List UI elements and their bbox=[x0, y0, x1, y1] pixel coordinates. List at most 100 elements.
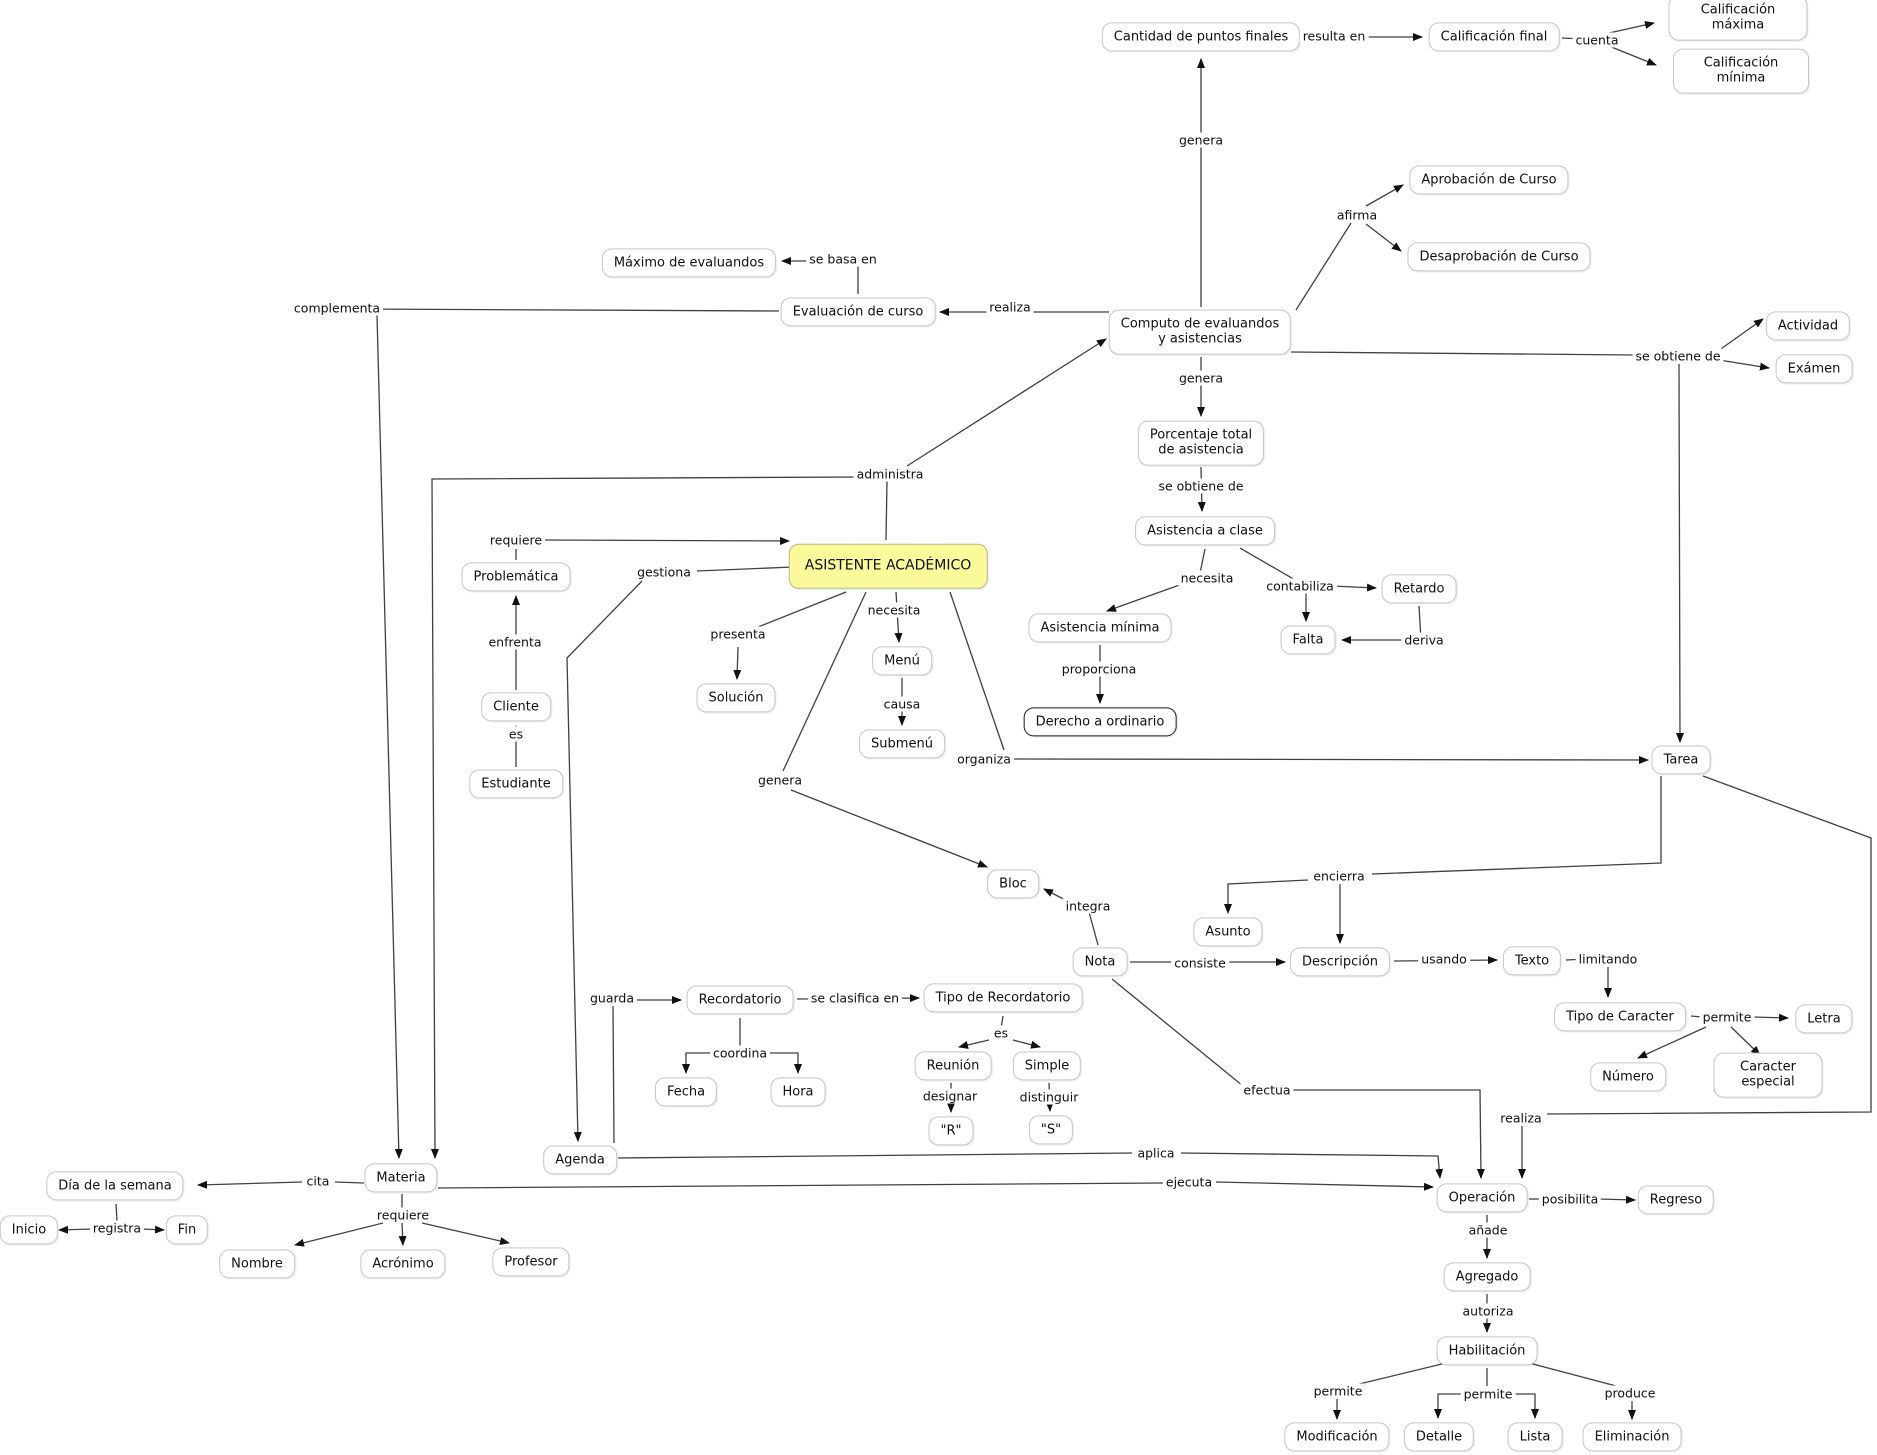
node-agenda[interactable]: Agenda bbox=[543, 1145, 617, 1175]
node-modificacion[interactable]: Modificación bbox=[1284, 1422, 1390, 1452]
edge-label-requiere_prob[interactable]: requiere bbox=[486, 532, 546, 548]
edge-label-presenta[interactable]: presenta bbox=[707, 626, 769, 642]
node-reunion[interactable]: Reunión bbox=[914, 1051, 992, 1081]
edge-label-contabiliza[interactable]: contabiliza bbox=[1263, 578, 1337, 594]
node-nota[interactable]: Nota bbox=[1072, 947, 1128, 977]
node-asistencia_min[interactable]: Asistencia mínima bbox=[1028, 613, 1172, 643]
node-inicio[interactable]: Inicio bbox=[0, 1215, 59, 1245]
node-recordatorio[interactable]: Recordatorio bbox=[686, 985, 794, 1015]
edge-label-resulta_en[interactable]: resulta en bbox=[1299, 28, 1369, 44]
edge-label-proporciona[interactable]: proporciona bbox=[1058, 661, 1140, 677]
edge-label-necesita_asist[interactable]: necesita bbox=[1177, 570, 1237, 586]
node-menu[interactable]: Menú bbox=[872, 646, 932, 676]
edge-label-enfrenta[interactable]: enfrenta bbox=[485, 634, 545, 650]
node-bloc[interactable]: Bloc bbox=[987, 869, 1039, 899]
edge-label-aplica[interactable]: aplica bbox=[1134, 1145, 1178, 1161]
edge-label-integra[interactable]: integra bbox=[1062, 898, 1114, 914]
node-r_node[interactable]: "R" bbox=[928, 1116, 974, 1146]
edge-label-se_obtiene_1[interactable]: se obtiene de bbox=[1632, 348, 1724, 364]
node-lista[interactable]: Lista bbox=[1507, 1422, 1563, 1452]
node-habilitacion[interactable]: Habilitación bbox=[1436, 1336, 1538, 1366]
node-fin[interactable]: Fin bbox=[165, 1215, 209, 1245]
edge-label-anade[interactable]: añade bbox=[1465, 1222, 1511, 1238]
node-tipo_recordatorio[interactable]: Tipo de Recordatorio bbox=[923, 983, 1083, 1013]
edge-label-se_obtiene_2[interactable]: se obtiene de bbox=[1155, 478, 1247, 494]
edge-label-genera_top[interactable]: genera bbox=[1175, 132, 1227, 148]
node-s_node[interactable]: "S" bbox=[1028, 1115, 1074, 1145]
edge-label-genera_mid[interactable]: genera bbox=[1175, 370, 1227, 386]
edge-label-usando[interactable]: usando bbox=[1418, 951, 1470, 967]
node-evaluacion[interactable]: Evaluación de curso bbox=[780, 297, 936, 327]
node-calif_max[interactable]: Calificación máxima bbox=[1668, 0, 1808, 41]
edge-label-posibilita[interactable]: posibilita bbox=[1538, 1191, 1602, 1207]
edge-label-designar[interactable]: designar bbox=[919, 1088, 981, 1104]
edge-label-permite_tc[interactable]: permite bbox=[1699, 1009, 1755, 1025]
edge-label-limitando[interactable]: limitando bbox=[1575, 951, 1641, 967]
edge-label-afirma[interactable]: afirma bbox=[1333, 207, 1381, 223]
edge-label-causa[interactable]: causa bbox=[880, 696, 924, 712]
node-calif_min[interactable]: Calificación mínima bbox=[1673, 48, 1809, 94]
node-solucion[interactable]: Solución bbox=[696, 683, 776, 713]
node-descripcion[interactable]: Descripción bbox=[1289, 947, 1391, 977]
edge-label-genera_bloc[interactable]: genera bbox=[754, 772, 806, 788]
node-dia_semana[interactable]: Día de la semana bbox=[46, 1171, 184, 1201]
node-aprobacion[interactable]: Aprobación de Curso bbox=[1409, 165, 1569, 195]
node-detalle[interactable]: Detalle bbox=[1403, 1422, 1475, 1452]
edge-label-gestiona[interactable]: gestiona bbox=[634, 564, 694, 580]
node-computo[interactable]: Computo de evaluandos y asistencias bbox=[1108, 309, 1292, 355]
node-porcentaje[interactable]: Porcentaje total de asistencia bbox=[1137, 420, 1265, 466]
node-submenu[interactable]: Submenú bbox=[859, 729, 945, 759]
edge-label-coordina[interactable]: coordina bbox=[709, 1045, 771, 1061]
edge-label-se_basa_en[interactable]: se basa en bbox=[806, 251, 880, 267]
edge-label-complementa[interactable]: complementa bbox=[290, 300, 384, 316]
edge-label-guarda[interactable]: guarda bbox=[586, 990, 638, 1006]
node-agregado[interactable]: Agregado bbox=[1443, 1262, 1531, 1292]
edge-label-cuenta[interactable]: cuenta bbox=[1572, 32, 1622, 48]
node-tarea[interactable]: Tarea bbox=[1651, 745, 1711, 775]
node-operacion[interactable]: Operación bbox=[1436, 1183, 1528, 1213]
edge-label-deriva[interactable]: deriva bbox=[1401, 632, 1447, 648]
edge-label-ejecuta[interactable]: ejecuta bbox=[1162, 1174, 1216, 1190]
edge-label-distinguir[interactable]: distinguir bbox=[1016, 1089, 1082, 1105]
edge-label-encierra[interactable]: encierra bbox=[1310, 868, 1368, 884]
node-asistente[interactable]: ASISTENTE ACADÉMICO bbox=[788, 543, 988, 589]
edge-label-produce[interactable]: produce bbox=[1601, 1385, 1659, 1401]
node-eliminacion[interactable]: Eliminación bbox=[1582, 1422, 1682, 1452]
edge-label-autoriza[interactable]: autoriza bbox=[1459, 1303, 1517, 1319]
node-cliente[interactable]: Cliente bbox=[481, 692, 551, 722]
edge-label-permite_cen[interactable]: permite bbox=[1460, 1386, 1516, 1402]
node-retardo[interactable]: Retardo bbox=[1381, 574, 1457, 604]
edge-label-se_clasifica[interactable]: se clasifica en bbox=[807, 990, 903, 1006]
node-regreso[interactable]: Regreso bbox=[1637, 1185, 1715, 1215]
node-texto[interactable]: Texto bbox=[1502, 946, 1562, 976]
node-materia[interactable]: Materia bbox=[364, 1163, 438, 1193]
edge-label-realiza_1[interactable]: realiza bbox=[986, 299, 1034, 315]
node-tipo_caracter[interactable]: Tipo de Caracter bbox=[1554, 1002, 1686, 1032]
node-maximo[interactable]: Máximo de evaluandos bbox=[601, 248, 777, 278]
node-calif_final[interactable]: Calificación final bbox=[1428, 22, 1560, 52]
edge-label-organiza[interactable]: organiza bbox=[954, 751, 1014, 767]
node-asunto[interactable]: Asunto bbox=[1193, 917, 1263, 947]
node-estudiante[interactable]: Estudiante bbox=[469, 769, 563, 799]
edge-label-requiere_mat[interactable]: requiere bbox=[373, 1207, 433, 1223]
node-cantidad[interactable]: Cantidad de puntos finales bbox=[1101, 22, 1301, 52]
node-caracter_especial[interactable]: Caracter especial bbox=[1713, 1052, 1823, 1098]
node-desaprobacion[interactable]: Desaprobación de Curso bbox=[1407, 242, 1591, 272]
node-numero[interactable]: Número bbox=[1590, 1062, 1666, 1092]
node-hora[interactable]: Hora bbox=[770, 1077, 826, 1107]
node-problematica[interactable]: Problemática bbox=[461, 562, 571, 592]
node-asistencia_clase[interactable]: Asistencia a clase bbox=[1135, 516, 1275, 546]
node-actividad[interactable]: Actividad bbox=[1765, 311, 1851, 341]
node-simple[interactable]: Simple bbox=[1012, 1051, 1082, 1081]
node-nombre[interactable]: Nombre bbox=[219, 1249, 295, 1279]
node-examen[interactable]: Exámen bbox=[1775, 354, 1853, 384]
node-fecha[interactable]: Fecha bbox=[654, 1077, 718, 1107]
node-profesor[interactable]: Profesor bbox=[492, 1247, 570, 1277]
edge-label-necesita_menu[interactable]: necesita bbox=[864, 602, 924, 618]
edge-label-registra[interactable]: registra bbox=[89, 1220, 145, 1236]
node-derecho[interactable]: Derecho a ordinario bbox=[1023, 707, 1177, 737]
node-acronimo[interactable]: Acrónimo bbox=[360, 1249, 446, 1279]
edge-label-consiste[interactable]: consiste bbox=[1171, 955, 1229, 971]
edge-label-permite_izq[interactable]: permite bbox=[1310, 1383, 1366, 1399]
edge-label-es_cliente[interactable]: es bbox=[505, 726, 527, 742]
